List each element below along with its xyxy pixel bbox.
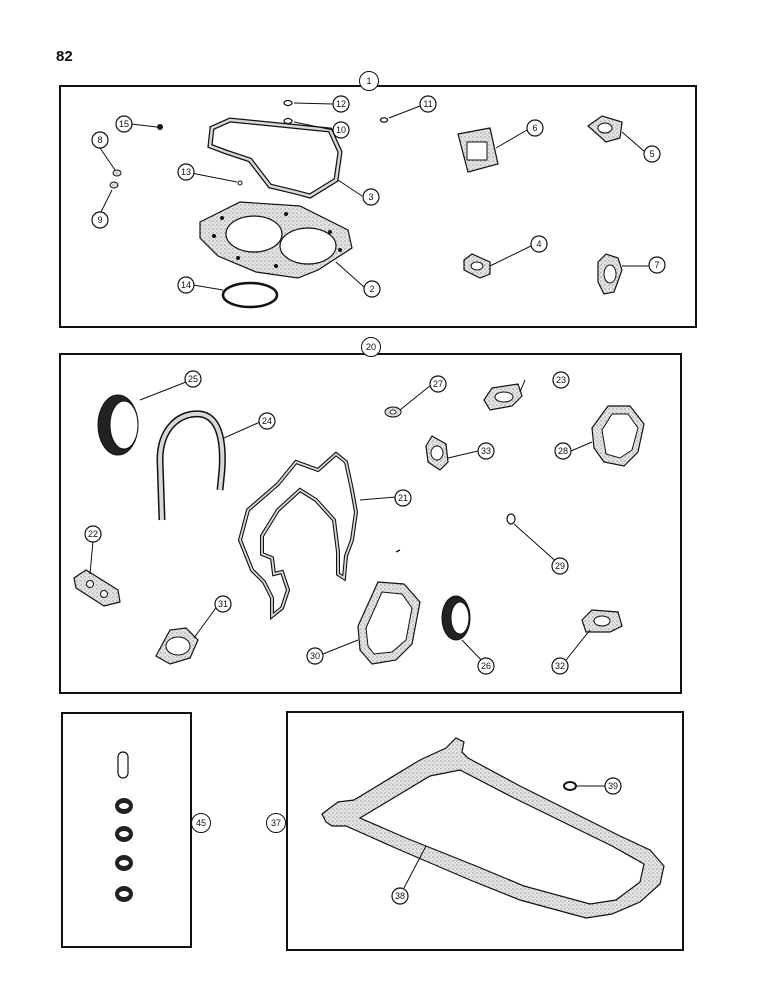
panel-engine-gasket-kit [59,85,697,328]
part-7-gasket [597,253,623,295]
panel-seal-kit [61,712,192,948]
part-13-o-ring [237,180,243,186]
callout-9: 9 [97,215,102,225]
callout-25: 25 [188,374,198,384]
callout-30: 30 [310,651,320,661]
part-33-gasket [425,435,449,471]
callout-22: 22 [88,529,98,539]
callout-13: 13 [181,167,191,177]
part-3-rocker-cover-gasket [207,117,343,199]
part-8-seal [112,169,122,177]
part-9-seal [109,181,119,189]
callout-39: 39 [608,781,618,791]
kit-label-37: 37 [266,813,286,833]
callout-2: 2 [369,284,374,294]
callout-27: 27 [433,379,443,389]
part-26-seal [441,595,471,641]
part-27-washer [384,406,402,418]
callout-12: 12 [336,99,346,109]
callout-4: 4 [536,239,541,249]
callout-8: 8 [97,135,102,145]
callout-14: 14 [181,280,191,290]
callout-31: 31 [218,599,228,609]
part-25-crankshaft-seal [97,394,139,456]
part-29-o-ring [506,513,516,525]
part-39-washer [563,781,577,791]
callout-28: 28 [558,446,568,456]
part-22-gasket [73,569,121,607]
callout-7: 7 [654,260,659,270]
part-31-gasket [155,627,199,665]
part-6-manifold-gasket [457,127,499,173]
callout-6: 6 [532,123,537,133]
part-15-plug [157,124,163,130]
callout-21: 21 [398,493,408,503]
callout-15: 15 [119,119,129,129]
callout-10: 10 [336,125,346,135]
part-45-valve-seals [115,751,133,902]
panel-oil-pan-gasket-kit [286,711,684,951]
kit-label-1: 1 [359,71,379,91]
part-30-cover-gasket [357,581,421,665]
page-number: 82 [56,48,73,65]
callout-3: 3 [368,192,373,202]
callout-24: 24 [262,416,272,426]
callout-29: 29 [555,561,565,571]
part-12-washer [283,99,293,107]
part-38-oil-pan-gasket [321,737,665,919]
kit-label-20: 20 [361,337,381,357]
part-28-water-pump-gasket [591,405,645,467]
part-21-timing-cover-gasket [237,451,359,621]
callout-32: 32 [555,661,565,671]
part-2-head-gasket [199,201,353,279]
callout-11: 11 [423,99,432,109]
callout-33: 33 [481,446,491,456]
part-10-washer [283,117,293,125]
part-23-gasket [483,383,523,411]
callout-5: 5 [649,149,654,159]
part-4-gasket [463,253,491,279]
callout-38: 38 [395,891,405,901]
kit-label-45: 45 [191,813,211,833]
callout-23: 23 [556,375,566,385]
part-14-seal-ring [221,281,279,309]
part-5-flange-gasket [587,115,623,143]
callout-26: 26 [481,661,491,671]
part-32-gasket [581,609,623,633]
part-11-washer [379,117,389,123]
